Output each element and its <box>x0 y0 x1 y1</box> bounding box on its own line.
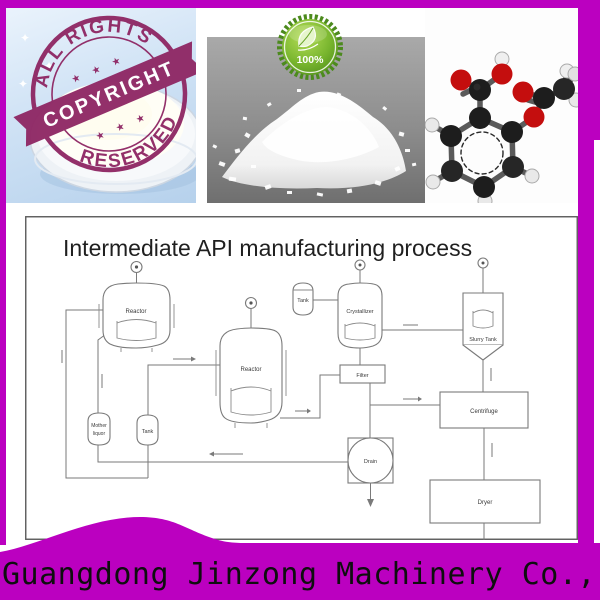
footer-band <box>0 505 600 600</box>
badge-percent-label: 100% <box>297 54 325 66</box>
crystallizer-label: Crystallizer <box>346 309 373 315</box>
svg-text:✦: ✦ <box>18 77 28 91</box>
frame-top <box>0 0 600 8</box>
feed-tank-label: Tank <box>297 298 309 304</box>
mother-liquor-label-2: liquor <box>93 431 106 437</box>
leaf-icon <box>297 26 319 51</box>
photo-powder-dish: ✦✦✦ ALL RIGHTS RESERVED ★ ★ ★ ★ ★ ★ <box>6 8 196 203</box>
drain-unit: Drain <box>347 437 394 484</box>
pipe-lines <box>61 299 493 540</box>
tank-vessel: Tank <box>136 414 159 446</box>
tank-label: Tank <box>142 429 154 435</box>
svg-text:✦: ✦ <box>20 31 30 45</box>
filter-label: Filter <box>356 373 368 379</box>
crystallizer-vessel: Crystallizer <box>337 282 383 349</box>
sparkle-icon: ✦ ✦ ✦ <box>18 31 54 91</box>
company-name: Guangdong Jinzong Machinery Co., <box>2 557 596 592</box>
slurry-tank-vessel: Slurry Tank <box>462 292 504 361</box>
frame-left <box>0 0 6 545</box>
molecule-structure <box>425 51 578 203</box>
flow-arrowheads <box>191 356 422 507</box>
centrifuge-label: Centrifuge <box>470 409 498 415</box>
reactor1-vessel: Reactor <box>98 282 175 352</box>
drain-label: Drain <box>364 459 377 465</box>
diagram-title: Intermediate API manufacturing process <box>63 235 472 261</box>
mother-liquor-vessel: Mother liquor <box>87 412 111 446</box>
frame-right <box>578 0 594 545</box>
svg-text:✦: ✦ <box>44 59 54 73</box>
feed-tank-vessel: Tank <box>292 282 314 316</box>
photo-molecule-model <box>425 8 578 203</box>
filter-box: Filter <box>339 364 386 384</box>
dryer-label: Dryer <box>478 500 493 506</box>
mother-liquor-label-1: Mother <box>91 423 107 429</box>
reactor2-vessel: Reactor <box>215 327 287 428</box>
dryer-box: Dryer <box>429 479 541 524</box>
crystal-heap <box>212 89 417 197</box>
eco-badge: 100% <box>277 13 343 81</box>
frame-right-corner <box>594 0 600 140</box>
reactor1-label: Reactor <box>125 309 146 315</box>
centrifuge-box: Centrifuge <box>439 391 529 429</box>
process-flow-diagram: Intermediate API manufacturing process <box>25 216 578 540</box>
reactor2-label: Reactor <box>240 367 261 373</box>
slurry-tank-label: Slurry Tank <box>469 337 497 343</box>
